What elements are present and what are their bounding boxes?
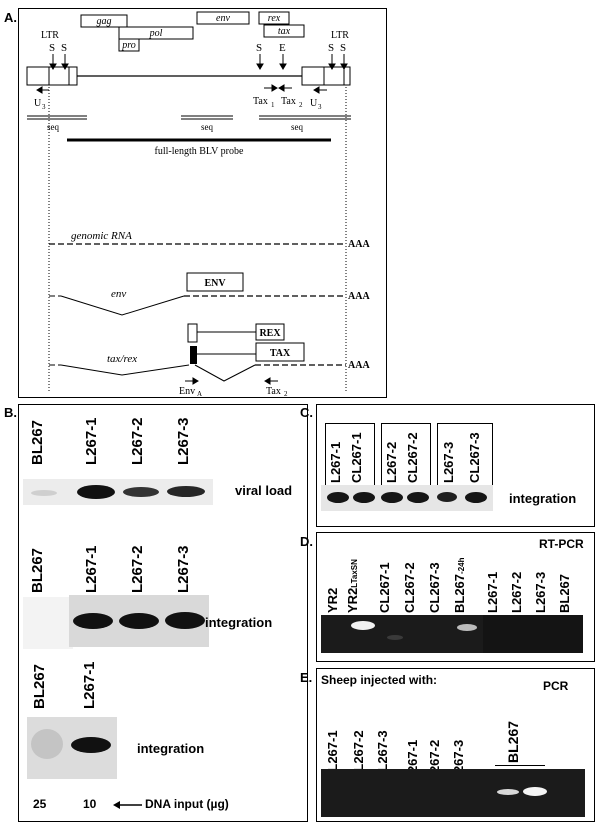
svg-text:AAA: AAA — [348, 360, 370, 371]
env-protein-box: ENV — [204, 278, 226, 289]
integration-caption-2: integration — [137, 741, 205, 756]
lane-label: CL267-3 — [467, 432, 482, 483]
svg-text:seq: seq — [291, 122, 303, 132]
rt-pcr-gel-left — [321, 615, 483, 653]
dna-input-caption: DNA input (µg) — [145, 797, 229, 811]
lane-label: YR2LTaxSN — [345, 559, 360, 613]
blot-viral-load — [23, 479, 213, 505]
panel-a: gag pol env rex tax pro LTR LTR S S S E … — [18, 8, 387, 398]
rex-protein-box: REX — [259, 328, 281, 339]
panel-c: L267-1 CL267-1 L267-2 CL267-2 L267-3 CL2… — [316, 404, 595, 527]
lane-label: L267-2 — [129, 545, 146, 593]
gene-pro: pro — [121, 40, 136, 51]
panel-d: RT-PCR YR2 YR2LTaxSN CL267-1 CL267-2 CL2… — [316, 532, 595, 662]
svg-text:2: 2 — [299, 101, 303, 109]
gene-boxes: gag pol env rex tax pro — [80, 11, 305, 52]
panel-b: BL267 L267-1 L267-2 L267-3 viral load BL… — [18, 404, 308, 822]
svg-text:S: S — [61, 42, 67, 54]
gene-gag: gag — [97, 16, 112, 27]
dna-input-value: 25 — [33, 797, 47, 811]
svg-text:Env: Env — [179, 386, 195, 396]
svg-text:U: U — [34, 98, 42, 109]
svg-text:seq: seq — [201, 122, 213, 132]
svg-text:Tax: Tax — [253, 96, 268, 107]
panel-c-label: C. — [300, 405, 313, 420]
lane-label: L267-2 — [509, 571, 524, 613]
blot-integration-1a — [23, 597, 73, 649]
taxrex-transcript-label: tax/rex — [107, 353, 137, 365]
gene-rex: rex — [268, 13, 281, 24]
svg-text:S: S — [340, 42, 346, 54]
viral-load-caption: viral load — [235, 483, 293, 498]
tax-protein-box: TAX — [270, 348, 291, 359]
genome-map-diagram: gag pol env rex tax pro LTR LTR S S S E … — [26, 11, 370, 396]
rt-pcr-title: RT-PCR — [539, 537, 584, 551]
lane-label: L267-1 — [83, 417, 100, 465]
sheep-injected-title: Sheep injected with: — [321, 673, 438, 687]
lane-label: L267-2 — [129, 417, 146, 465]
integration-caption-c: integration — [509, 491, 577, 506]
lane-label: L267-3 — [175, 545, 192, 593]
blot-integration-1b — [69, 595, 209, 647]
lane-label: CL267-2 — [402, 562, 417, 613]
panel-e: Sheep injected with: PCR CL267-1 CL267-2… — [316, 668, 595, 822]
lane-label: BL267 — [557, 573, 572, 613]
svg-text:2: 2 — [284, 390, 288, 396]
panel-d-label: D. — [300, 534, 313, 549]
svg-text:3: 3 — [318, 103, 322, 111]
group-label-bl267: BL267 — [505, 720, 521, 763]
lane-label: BL267 — [29, 547, 46, 593]
integration-caption-1: integration — [205, 615, 273, 630]
lane-label: L267-1 — [83, 545, 100, 593]
svg-text:S: S — [256, 42, 262, 54]
lane-label: L267-3 — [441, 441, 456, 483]
env-transcript-label: env — [111, 288, 126, 300]
lane-label: CL267-2 — [405, 432, 420, 483]
lane-label: L267-1 — [485, 571, 500, 613]
pcr-gel — [321, 769, 585, 817]
svg-text:AAA: AAA — [348, 239, 370, 250]
svg-text:E: E — [279, 42, 286, 54]
left-arrow-icon — [113, 801, 142, 809]
rt-pcr-gel-right — [483, 615, 583, 653]
svg-text:A: A — [197, 390, 202, 396]
svg-text:Tax: Tax — [281, 96, 296, 107]
genomic-rna-label: genomic RNA — [71, 230, 132, 242]
panel-a-label: A. — [4, 10, 17, 25]
blot-integration-c — [321, 485, 493, 511]
svg-text:S: S — [328, 42, 334, 54]
svg-text:3: 3 — [42, 103, 46, 111]
svg-text:AAA: AAA — [348, 291, 370, 302]
lane-label: L267-3 — [175, 417, 192, 465]
gene-tax: tax — [278, 26, 291, 37]
ltr-left-label: LTR — [41, 30, 59, 41]
gene-env: env — [216, 13, 230, 24]
lane-label: L267-2 — [384, 441, 399, 483]
lane-label: CL267-1 — [377, 562, 392, 613]
svg-text:seq: seq — [47, 122, 59, 132]
pcr-title: PCR — [543, 679, 569, 693]
lane-label: L267-1 — [81, 661, 98, 709]
svg-text:1: 1 — [271, 101, 275, 109]
lane-label: CL267-1 — [349, 432, 364, 483]
svg-text:Tax: Tax — [266, 386, 281, 396]
blot-integration-2 — [27, 717, 117, 779]
lane-label: BL267 — [29, 419, 46, 465]
lane-label: BL267 — [31, 663, 48, 709]
group-underline — [495, 765, 545, 766]
lane-label: BL267-24h — [452, 557, 467, 613]
lane-label: YR2 — [325, 587, 340, 613]
probe-label: full-length BLV probe — [155, 146, 244, 157]
ltr-right-label: LTR — [331, 30, 349, 41]
svg-text:U: U — [310, 98, 318, 109]
gene-pol: pol — [149, 28, 163, 39]
lane-label: CL267-3 — [427, 562, 442, 613]
dna-input-value: 10 — [83, 797, 97, 811]
svg-text:S: S — [49, 42, 55, 54]
panel-e-label: E. — [300, 670, 313, 685]
lane-label: L267-1 — [328, 441, 343, 483]
panel-b-label: B. — [4, 405, 17, 420]
lane-label: L267-3 — [533, 571, 548, 613]
